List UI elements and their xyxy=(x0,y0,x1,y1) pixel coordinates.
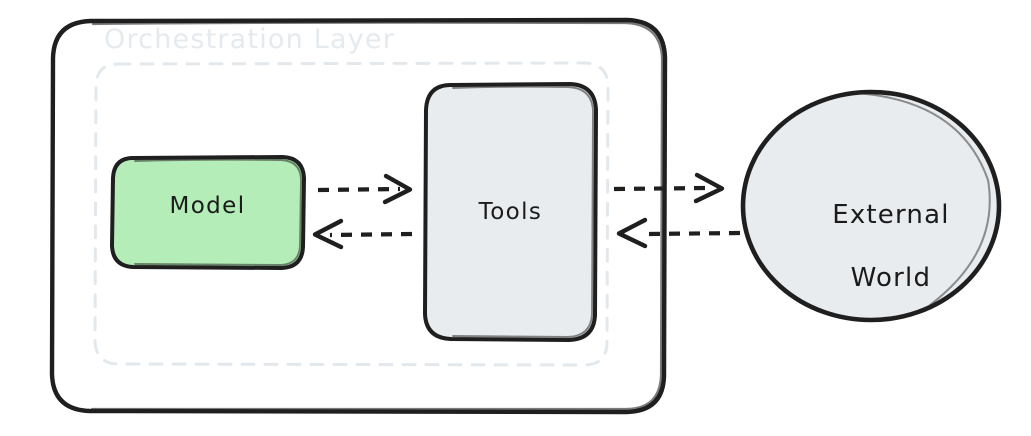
external-world-node-label: External World xyxy=(762,168,982,327)
orchestration-inner-dashed-region xyxy=(93,61,610,367)
edge-external-world-to-tools xyxy=(616,217,741,249)
model-node-shape[interactable] xyxy=(110,155,306,270)
tools-node-label: Tools xyxy=(478,199,543,225)
edge-tools-to-model xyxy=(312,218,413,250)
orchestration-layer-title: Orchestration Layer xyxy=(104,24,396,55)
tools-node-shape[interactable] xyxy=(423,82,598,342)
model-node-label: Model xyxy=(169,193,246,219)
external-world-label-line-2: World xyxy=(850,263,932,294)
edge-tools-to-external-world xyxy=(613,172,725,204)
external-world-label-line-1: External xyxy=(832,199,950,230)
external-world-node-shape[interactable] xyxy=(740,89,1002,323)
edge-model-to-tools xyxy=(317,173,413,205)
